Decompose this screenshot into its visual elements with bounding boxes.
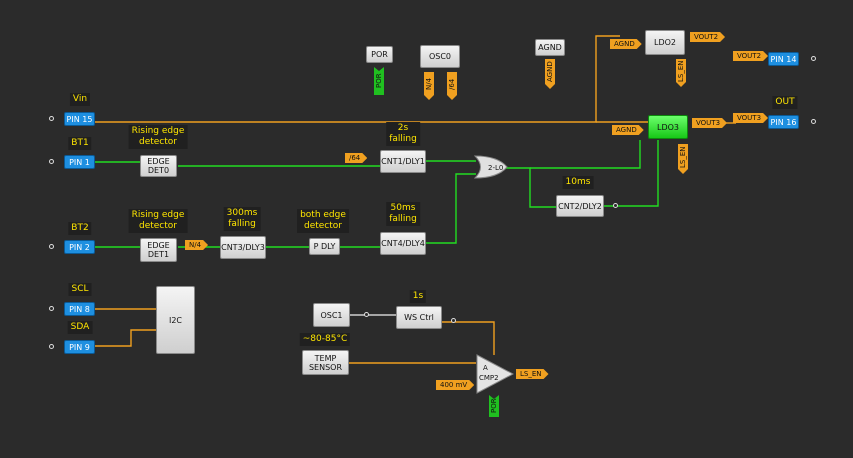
ws-ctrl-block[interactable]: WS Ctrl — [396, 306, 442, 329]
cnt3-dly3-block[interactable]: CNT3/DLY3 — [220, 236, 266, 259]
osc1-block[interactable]: OSC1 — [313, 303, 350, 327]
node-pin8-left[interactable] — [49, 306, 54, 311]
ldo2-block[interactable]: LDO2 — [645, 30, 685, 55]
node-pin16-right[interactable] — [811, 119, 816, 124]
cnt2-dly2-block[interactable]: CNT2/DLY2 — [556, 195, 604, 217]
wire-l0-cnt2 — [505, 167, 556, 208]
pin-9[interactable]: PIN 9 — [64, 340, 95, 354]
i2c-block[interactable]: I2C — [156, 286, 195, 354]
pin-15[interactable]: PIN 15 — [64, 112, 95, 126]
por-block[interactable]: POR — [366, 46, 393, 63]
node-osc1-right[interactable] — [364, 312, 369, 317]
acmp2-label-cmp: CMP2 — [479, 374, 499, 382]
pin-2[interactable]: PIN 2 — [64, 240, 95, 254]
div64-tag: /64 — [345, 153, 367, 163]
temp-sensor-block[interactable]: TEMP SENSOR — [302, 350, 349, 375]
label-2s-falling: 2s falling — [386, 122, 420, 146]
label-10ms: 10ms — [562, 176, 594, 189]
pin-14[interactable]: PIN 14 — [768, 52, 799, 66]
osc0-64-tag: /64 — [447, 72, 457, 100]
pin-16[interactable]: PIN 16 — [768, 115, 799, 129]
wire-l0-ldo3 — [530, 140, 641, 169]
vout2-pin-tag: VOUT2 — [733, 51, 768, 61]
label-both-edge: both edge detector — [297, 209, 349, 233]
wire-cnt4-l0 — [426, 173, 476, 244]
ls-en-ldo2-tag: LS_EN — [676, 59, 686, 87]
cnt4-dly4-block[interactable]: CNT4/DLY4 — [380, 232, 426, 255]
cnt1-dly1-block[interactable]: CNT1/DLY1 — [380, 150, 426, 173]
ldo3-block[interactable]: LDO3 — [648, 115, 688, 139]
agnd-block[interactable]: AGND — [535, 39, 565, 56]
ls-en-output-tag: LS_EN — [516, 369, 549, 379]
wire-wsctrl-acmp — [442, 321, 495, 355]
mv400-tag: 400 mV — [436, 380, 474, 390]
label-50ms-falling: 50ms falling — [386, 202, 420, 226]
acmp2-comparator[interactable]: A CMP2 — [476, 354, 514, 394]
por-output-tag: POR — [374, 67, 384, 95]
label-bt1: BT1 — [68, 137, 92, 150]
node-cnt2-right[interactable] — [613, 203, 618, 208]
osc0-n4-tag: N/4 — [424, 72, 434, 100]
edge-det1-block[interactable]: EDGE DET1 — [140, 238, 177, 262]
label-rising-edge-2: Rising edge detector — [128, 209, 188, 233]
label-temp-range: ~80-85°C — [299, 333, 351, 346]
node-pin1-left[interactable] — [49, 159, 54, 164]
pin-8[interactable]: PIN 8 — [64, 302, 95, 316]
acmp2-label-a: A — [483, 364, 488, 372]
label-sda: SDA — [67, 321, 93, 334]
node-ws-right[interactable] — [451, 318, 456, 323]
osc0-block[interactable]: OSC0 — [420, 45, 460, 68]
node-pin15-left[interactable] — [49, 116, 54, 121]
agnd-ldo2-tag: AGND — [610, 39, 642, 49]
label-bt2: BT2 — [68, 222, 92, 235]
label-300ms-falling: 300ms falling — [223, 207, 261, 231]
node-pin14-right[interactable] — [811, 56, 816, 61]
wire-cnt2-ldo3 — [604, 140, 659, 207]
label-vin: Vin — [69, 93, 91, 106]
node-pin2-left[interactable] — [49, 244, 54, 249]
vout3-tag: VOUT3 — [692, 118, 727, 128]
label-out: OUT — [772, 96, 798, 109]
node-pin9-left[interactable] — [49, 344, 54, 349]
agnd-ldo3-tag: AGND — [612, 125, 644, 135]
or-gate-label: 2-L0 — [488, 164, 503, 172]
ls-en-ldo3-tag: LS_EN — [678, 144, 688, 174]
n4-tag: N/4 — [185, 240, 208, 250]
agnd-output-tag: AGND — [545, 59, 555, 89]
vout3-pin-tag: VOUT3 — [733, 113, 768, 123]
label-1s: 1s — [409, 290, 427, 303]
label-rising-edge-1: Rising edge detector — [128, 125, 188, 149]
label-scl: SCL — [68, 283, 92, 296]
wire-sda-i2c — [95, 329, 156, 347]
or-gate-2-l0[interactable]: 2-L0 — [474, 155, 508, 179]
pin-1[interactable]: PIN 1 — [64, 155, 95, 169]
edge-det0-block[interactable]: EDGE DET0 — [140, 155, 177, 177]
wire-vin-rail — [94, 35, 620, 123]
vout2-tag: VOUT2 — [690, 32, 725, 42]
p-dly-block[interactable]: P DLY — [309, 238, 340, 255]
